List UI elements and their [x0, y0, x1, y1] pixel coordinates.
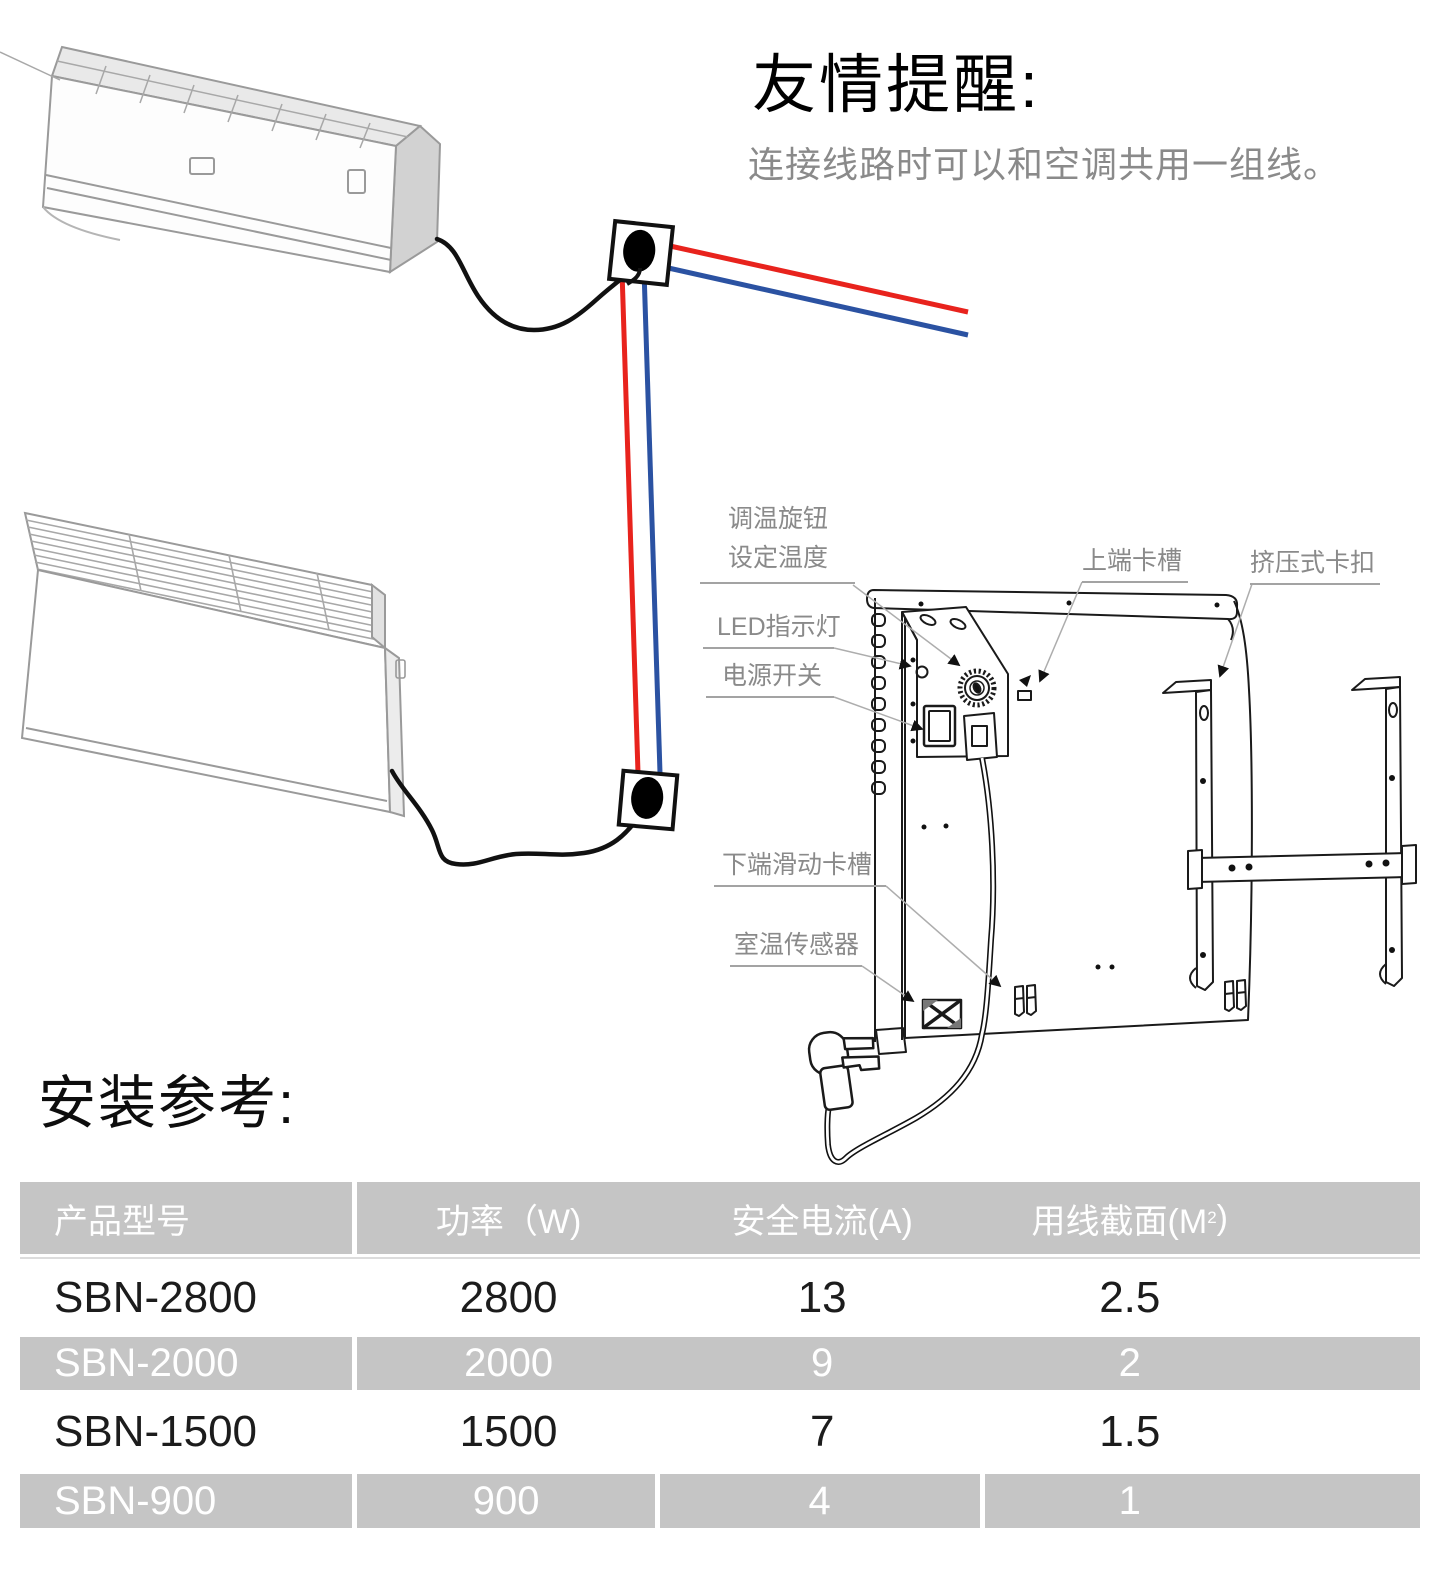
ac-cord: [434, 236, 628, 333]
cell-section: 1: [1118, 1478, 1141, 1523]
cell-power: 900: [357, 1474, 660, 1528]
power-switch-icon: [922, 704, 957, 748]
wall-bracket-right: [1351, 676, 1403, 987]
label-room-sensor: 室温传感器: [730, 930, 862, 967]
label-top-slot: 上端卡槽: [1082, 546, 1188, 583]
cell-current: 13: [797, 1273, 847, 1322]
reminder-title: 友情提醒:: [752, 49, 1041, 121]
table-row: SBN-900 900 4 1: [20, 1474, 1420, 1528]
cell-current: 4: [660, 1474, 985, 1528]
table-row: SBN-2800 2800 13 2.5: [20, 1259, 1420, 1337]
cell-model: SBN-900: [20, 1474, 358, 1528]
bracket-rail: [1187, 844, 1417, 890]
cell-section: 2.5: [1099, 1273, 1161, 1322]
label-bottom-slide-slot: 下端滑动卡槽: [714, 850, 886, 887]
cell-power: 2800: [459, 1273, 558, 1322]
upper-outlet-icon: [606, 218, 676, 288]
header-model: 产品型号: [20, 1182, 358, 1254]
cell-section: 1.5: [1099, 1407, 1161, 1456]
led-indicator-icon: [915, 665, 929, 679]
table-row: SBN-2000 2000 9 2: [20, 1337, 1420, 1390]
panel-power-cord: [824, 757, 997, 1165]
cell-current: 7: [809, 1407, 835, 1456]
red-wire-vertical: [619, 270, 641, 774]
wall-bracket-left: [1162, 679, 1214, 991]
cell-model: SBN-2000: [20, 1337, 358, 1390]
cell-model: SBN-1500: [54, 1407, 258, 1456]
blue-wire-diagonal: [654, 262, 969, 338]
label-press-clip: 挤压式卡扣: [1250, 548, 1380, 585]
red-wire-diagonal: [651, 239, 969, 315]
cell-model: SBN-2800: [54, 1273, 258, 1322]
callout-leader-lines: [833, 581, 1253, 1003]
table-row: SBN-1500 1500 7 1.5: [20, 1390, 1420, 1474]
three-pin-plug-icon: [807, 1030, 881, 1112]
mains-wires: [619, 239, 969, 774]
cell-power: 1500: [459, 1407, 558, 1456]
heater-cord: [389, 768, 651, 867]
cell-current: 9: [811, 1341, 834, 1385]
header-current: 安全电流(A): [731, 1202, 913, 1241]
room-sensor-icon: [921, 998, 963, 1030]
top-slot-icon: [1019, 675, 1031, 687]
install-reference-title: 安装参考:: [38, 1071, 297, 1136]
cell-section: 2: [1118, 1341, 1141, 1385]
label-power-switch: 电源开关: [706, 661, 834, 698]
label-led-indicator: LED指示灯: [703, 612, 841, 649]
heater-rear-panel-diagram: [807, 589, 1417, 1165]
cell-power: 2000: [464, 1341, 554, 1385]
lower-outlet-icon: [616, 768, 680, 832]
header-power: 功率（W): [435, 1202, 582, 1241]
header-separator: [20, 1257, 1420, 1259]
thermostat-dial-icon: [957, 668, 997, 708]
bottom-slot-clip-icon: [1014, 984, 1037, 1017]
reminder-body: 连接线路时可以和空调共用一组线。: [748, 144, 1341, 185]
upper-outlet-cord-tail: [626, 267, 642, 286]
air-conditioner-illustration: [0, 45, 442, 274]
heater-illustration: [20, 511, 406, 818]
blue-wire-vertical: [641, 269, 663, 774]
label-temp-knob: 调温旋钮 设定温度: [700, 500, 855, 584]
